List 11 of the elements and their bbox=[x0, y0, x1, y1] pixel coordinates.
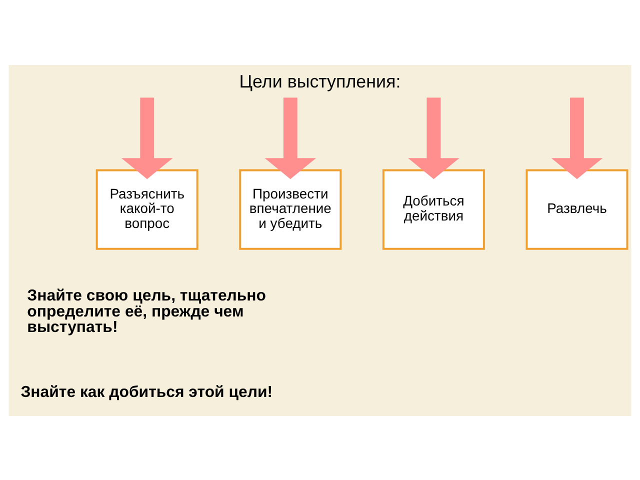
node-box: Развлечь bbox=[526, 168, 628, 250]
node-box: Произвести впечатление и убедить bbox=[239, 168, 342, 250]
node-box: Разъяснить какой-то вопрос bbox=[96, 168, 198, 250]
diagram-title: Цели выступления: bbox=[239, 70, 401, 91]
label: Знайте как добиться этой цели! bbox=[20, 383, 273, 400]
arrow bbox=[551, 97, 603, 179]
node-box: Добиться действия bbox=[382, 168, 485, 250]
arrow bbox=[264, 97, 316, 179]
label: Знайте свою цель, тщательно определите её, прежде чем выступать! bbox=[27, 286, 266, 336]
arrow bbox=[121, 97, 173, 179]
arrow bbox=[408, 97, 460, 179]
